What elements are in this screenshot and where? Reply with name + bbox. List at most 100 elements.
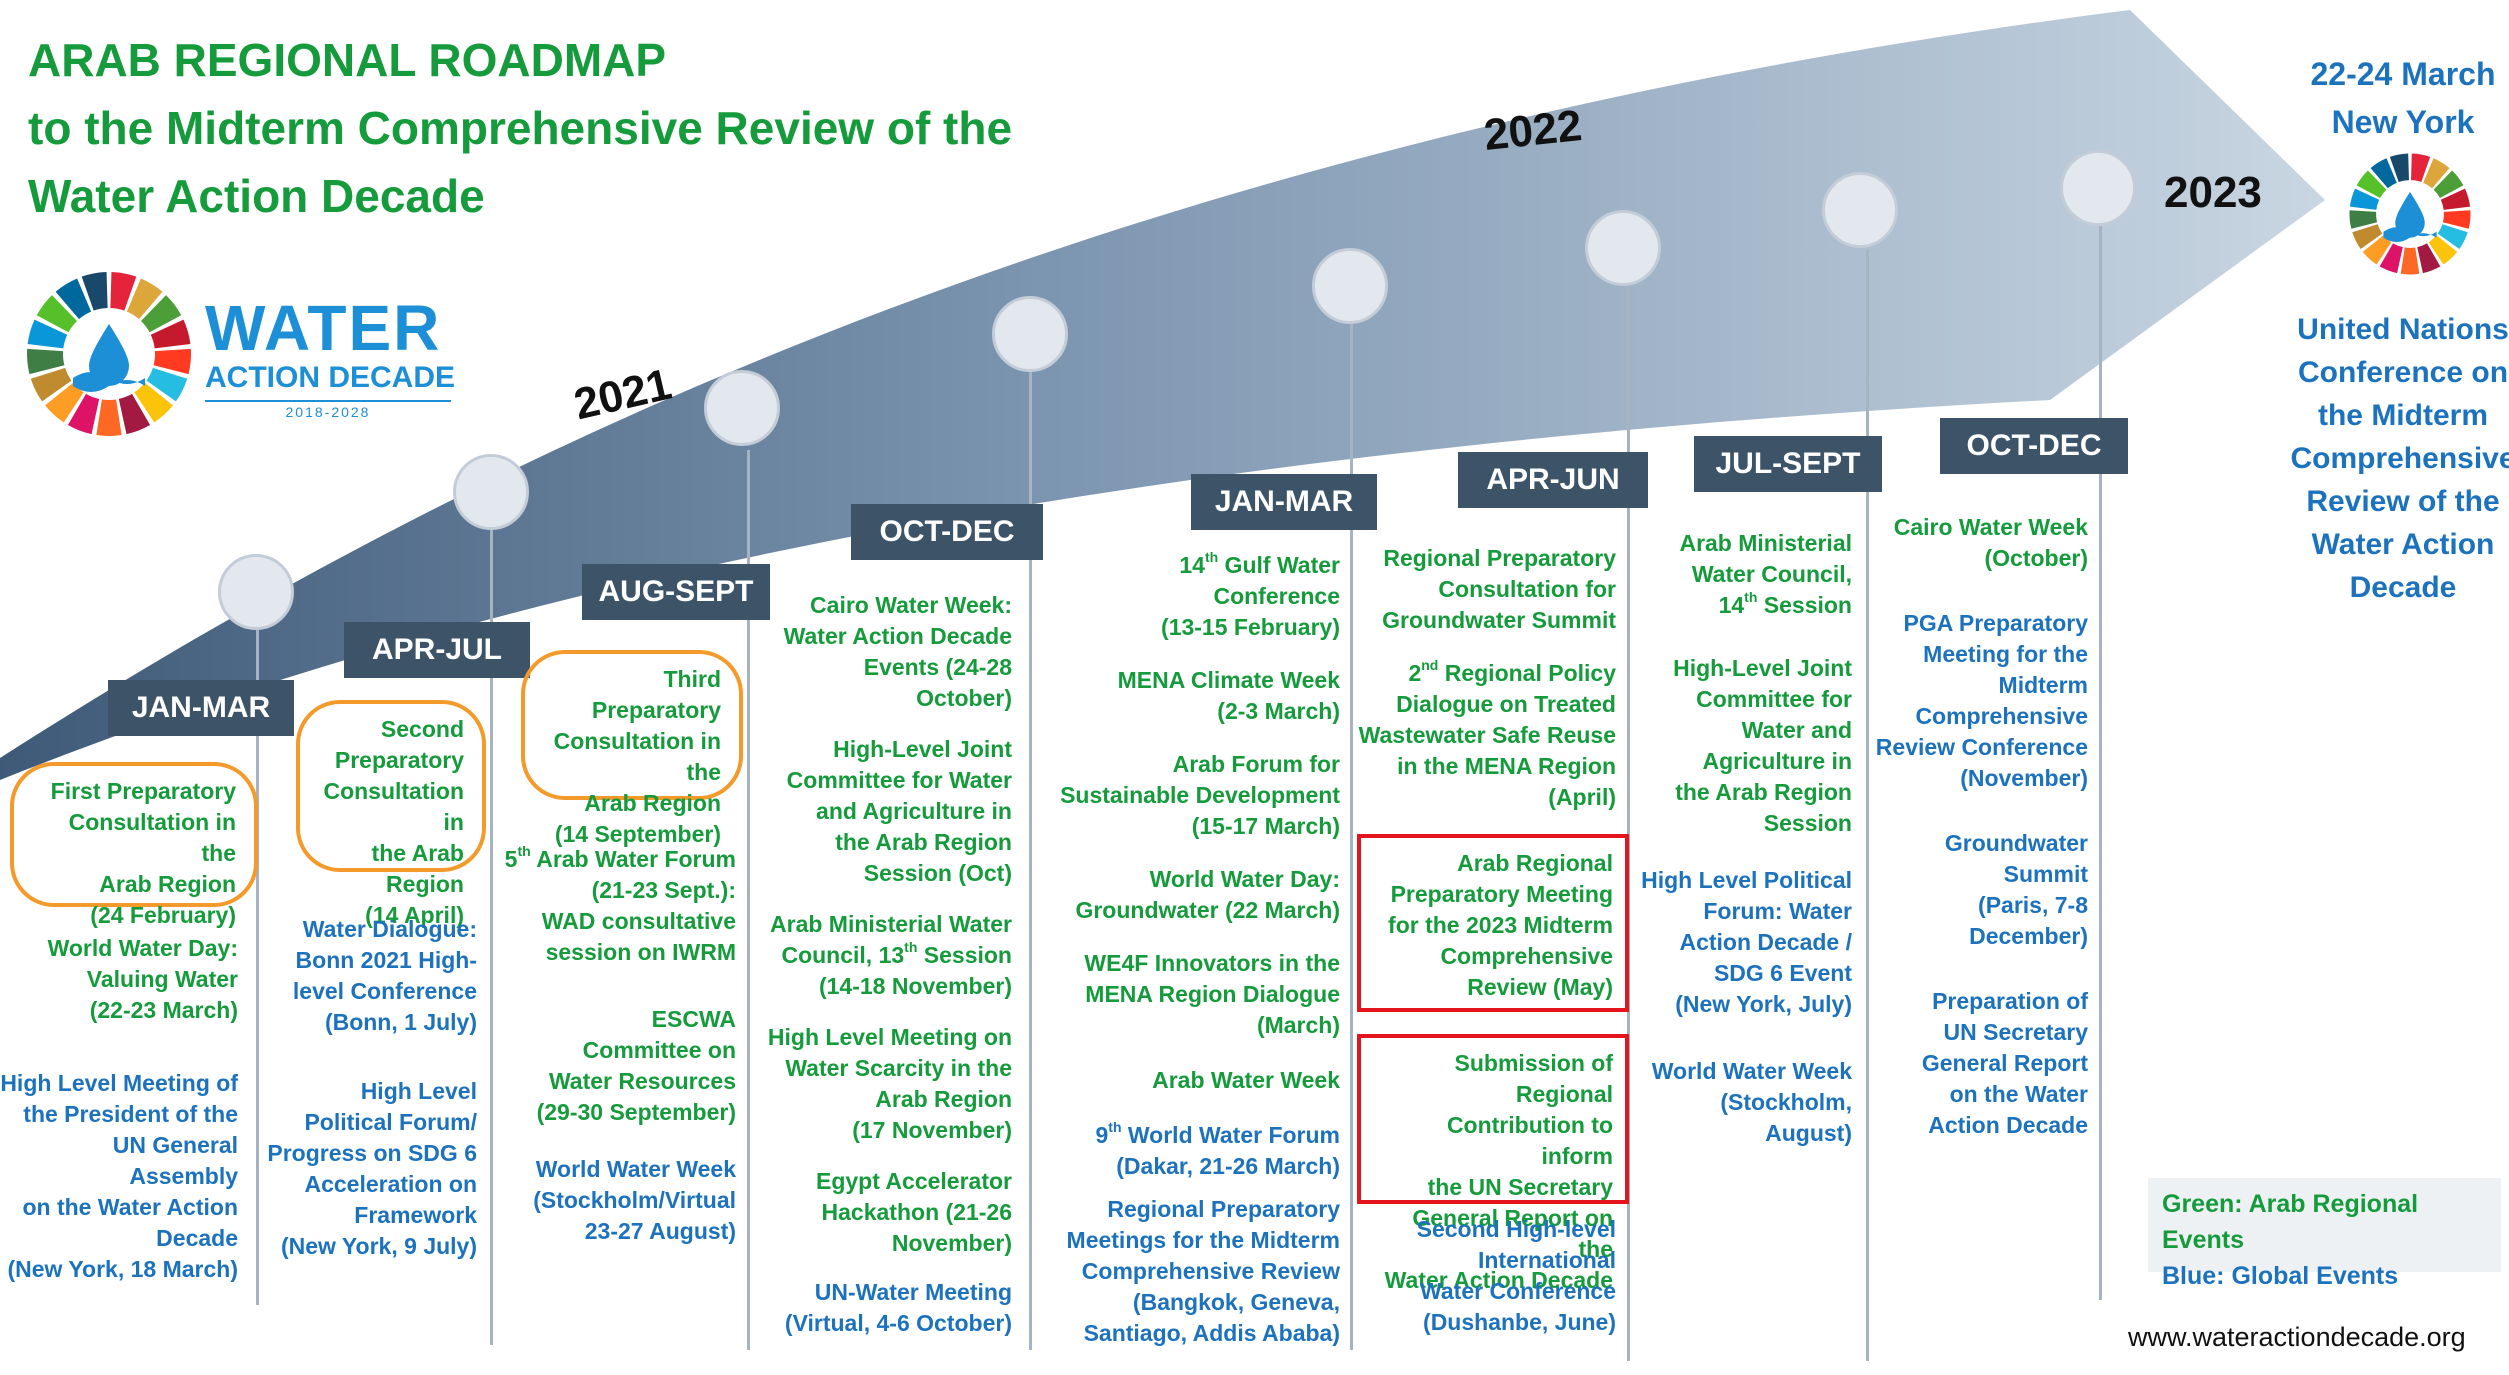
event-line: Groundwater (22 March) (1075, 897, 1340, 923)
event-arab-water-week: Arab Water Week (1050, 1065, 1340, 1096)
event-text: 2 (1408, 660, 1422, 686)
event-line: UN General Assembly (112, 1132, 238, 1189)
event-line: (April) (1548, 784, 1616, 810)
logo-word-action-decade: ACTION DECADE (205, 361, 456, 394)
sdg-wheel-segment (140, 295, 182, 333)
event-line: (Stockholm, August) (1720, 1089, 1852, 1146)
event-line: Bonn 2021 High- (295, 947, 477, 973)
event-hlpf-2022: High Level Political Forum: Water Action… (1634, 865, 1852, 1020)
un-city: New York (2331, 104, 2475, 140)
event-line: Second High-level (1416, 1216, 1616, 1242)
event-world-water-day-2021: World Water Day: Valuing Water (22-23 Ma… (0, 933, 238, 1026)
event-line: (14 April) (365, 902, 464, 928)
milestone-circle (2060, 150, 2136, 226)
event-line: Water Scarcity in the (785, 1055, 1012, 1081)
event-line: Sustainable Development (1060, 782, 1340, 808)
event-line: the Arab Region (835, 829, 1012, 855)
sdg-wheel-segment (27, 319, 68, 349)
event-text: 9 (1095, 1122, 1109, 1148)
event-regional-policy-dialogue: 2nd Regional Policy Dialogue on Treated … (1352, 658, 1616, 813)
event-line: Comprehensive (1915, 703, 2088, 729)
event-line: (New York, 18 March) (7, 1256, 238, 1282)
sdg-wheel-segment (2352, 224, 2383, 250)
event-second-preparatory-consultation: Second Preparatory Consultation in the A… (296, 700, 486, 928)
event-line: (2-3 March) (1217, 698, 1340, 724)
period-label-jan-mar-2022: JAN-MAR (1191, 474, 1377, 530)
event-line: Arab Region (584, 790, 721, 816)
event-line: Arab Region (875, 1086, 1012, 1112)
event-line: Forum: Water (1703, 898, 1852, 924)
website-url[interactable]: www.wateractiondecade.org (2128, 1322, 2466, 1352)
event-pga-preparatory-meeting: PGA Preparatory Meeting for the Midterm … (1870, 608, 2088, 794)
event-line: Meeting for the (1923, 641, 2088, 667)
event-line: Political Forum/ (304, 1109, 477, 1135)
page-title: ARAB REGIONAL ROADMAP to the Midterm Com… (28, 26, 1108, 230)
sdg-wheel-segment (2442, 210, 2471, 229)
event-arab-ministerial-council-14: Arab Ministerial Water Council, 14th Ses… (1634, 528, 1852, 621)
event-line: SDG 6 Event (1713, 960, 1852, 986)
event-line: (21-23 Sept.): (591, 877, 736, 903)
event-line: High-Level Joint (833, 736, 1012, 762)
event-text: 5 (504, 846, 518, 872)
event-line: General Report on the (1412, 1205, 1613, 1262)
title-line-2: to the Midterm Comprehensive Review of t… (28, 102, 1013, 154)
event-line: Review Conference (1875, 734, 2088, 760)
event-line: (Bangkok, Geneva, (1132, 1289, 1340, 1315)
event-line: (22-23 March) (89, 997, 238, 1023)
timeline-divider (1627, 280, 1630, 1361)
event-line: UN-Water Meeting (814, 1279, 1012, 1305)
un-line: Decade (2349, 571, 2457, 604)
event-line: Meetings for the Midterm (1066, 1227, 1340, 1253)
milestone-circle (992, 296, 1068, 372)
period-label-apr-jun-2022: APR-JUN (1458, 452, 1648, 508)
event-line: First Preparatory (50, 778, 236, 804)
un-conference-date: 22-24 March New York (2283, 50, 2509, 146)
event-line: 23-27 August) (584, 1218, 736, 1244)
event-line: Dialogue on Treated (1396, 691, 1616, 717)
event-text: Session (1757, 592, 1852, 618)
event-line: Valuing Water (86, 966, 238, 992)
event-bonn-water-dialogue: Water Dialogue: Bonn 2021 High- level Co… (262, 914, 477, 1038)
event-text: nd (1421, 657, 1439, 673)
sdg-wheel-segment (2433, 170, 2464, 198)
event-line: Midterm (1998, 672, 2088, 698)
sdg-wheel-segment (2440, 188, 2471, 210)
event-text: th (517, 843, 531, 859)
timeline-divider (1866, 250, 1869, 1361)
sdg-wheel-segment (146, 367, 188, 402)
sdg-wheel-segment (2417, 243, 2441, 274)
event-line: ESCWA (651, 1006, 736, 1032)
sdg-wheel-segment (2428, 235, 2458, 265)
event-arab-water-forum: 5th Arab Water Forum (21-23 Sept.): WAD … (496, 844, 736, 968)
events-column-aug-sept-2021: 5th Arab Water Forum (21-23 Sept.): WAD … (496, 844, 736, 1273)
milestone-circle (1312, 248, 1388, 324)
un-line: Review of the (2306, 485, 2500, 518)
event-text: 14 (1179, 552, 1205, 578)
timeline-divider (2099, 220, 2102, 1300)
event-line: Arab Regional (1457, 850, 1613, 876)
event-line: Arab Ministerial (1679, 530, 1852, 556)
period-label-oct-dec-2021: OCT-DEC (851, 504, 1043, 560)
sdg-wheel-segment (96, 399, 122, 436)
event-line: High Level (360, 1078, 477, 1104)
event-line: Action Decade / (1679, 929, 1852, 955)
event-line: Water Dialogue: (302, 916, 477, 942)
event-line: Council, 13th Session (764, 940, 1012, 971)
event-escwa-committee: ESCWA Committee on Water Resources (29-3… (496, 1004, 736, 1128)
event-text: Regional Policy (1438, 660, 1616, 686)
event-mena-climate-week: MENA Climate Week (2-3 March) (1050, 665, 1340, 727)
event-line: in the MENA Region (1397, 753, 1616, 779)
event-line: Hackathon (21-26 (821, 1199, 1012, 1225)
event-line: Regional Preparatory (1383, 545, 1616, 571)
event-line: High-Level Joint (1673, 655, 1852, 681)
year-2022: 2022 (1481, 101, 1585, 160)
event-line: Committee on (582, 1037, 736, 1063)
event-line: (14-18 November) (818, 973, 1012, 999)
sdg-wheel-segment (27, 348, 65, 375)
event-line: and Agriculture in (816, 798, 1012, 824)
event-line: WE4F Innovators in the (1084, 950, 1340, 976)
event-arab-forum-sustainable-development: Arab Forum for Sustainable Development (… (1050, 749, 1340, 842)
event-we4f-innovators: WE4F Innovators in the MENA Region Dialo… (1050, 948, 1340, 1041)
sdg-wheel-segment (150, 319, 191, 349)
event-line: Water Conference (1420, 1278, 1616, 1304)
